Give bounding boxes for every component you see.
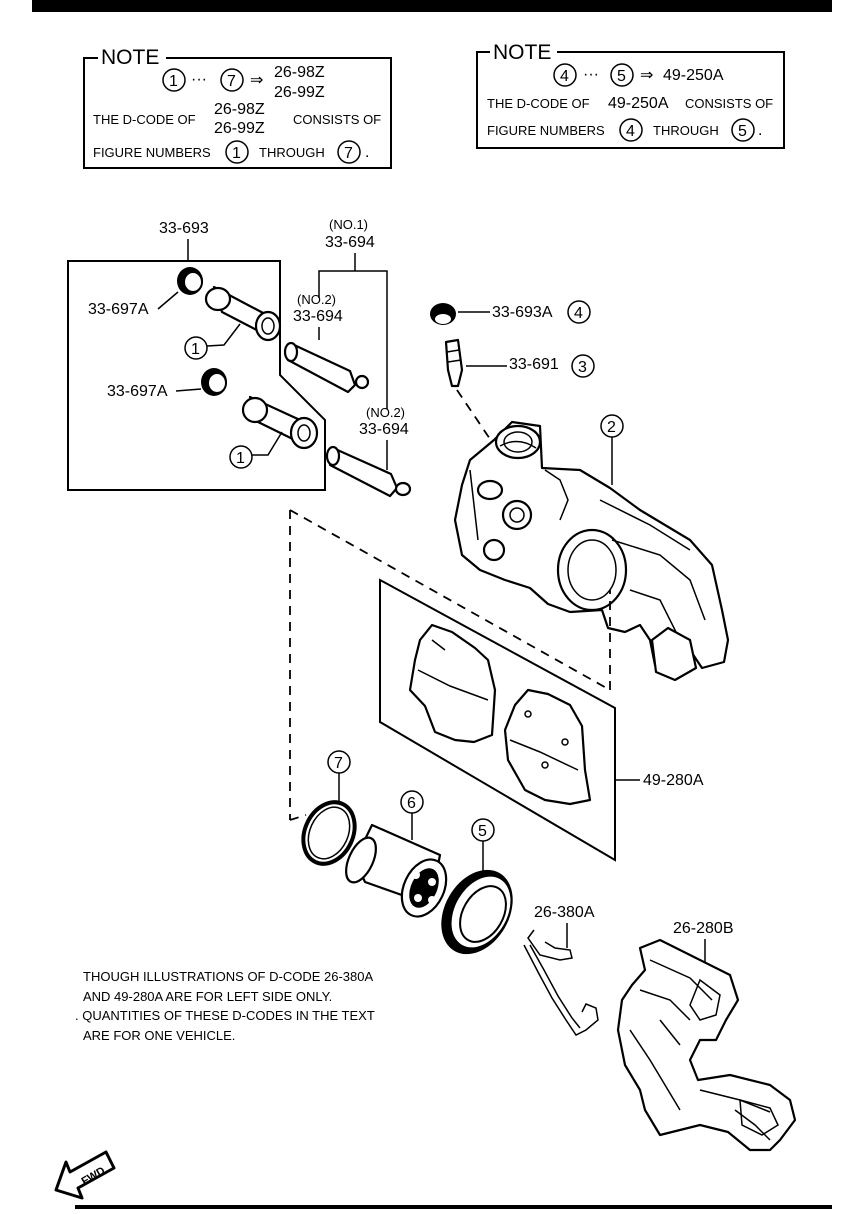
brake-pad-right [503, 688, 592, 806]
label-no2-lower-code: 33-694 [359, 421, 409, 438]
dust-boot-piston [441, 869, 513, 955]
note-right-line2-prefix: THE D-CODE OF [487, 96, 590, 111]
footnote-line-3: . QUANTITIES OF THESE D-CODES IN THE TEX… [75, 1008, 375, 1023]
guide-sleeve-upper [204, 285, 282, 342]
guide-pin-no2-lower [325, 445, 412, 498]
footnote-line-1: THOUGH ILLUSTRATIONS OF D-CODE 26-380A [83, 969, 373, 984]
callout-4 [567, 300, 591, 324]
label-26-380a: 26-380A [534, 904, 595, 921]
bottom-border [75, 1205, 832, 1209]
dust-boot-upper [177, 267, 203, 295]
fwd-arrow-icon: FWD [54, 1150, 116, 1200]
note-right-line3-from: 4 [626, 123, 635, 140]
note-left-range-dots: ··· [191, 71, 207, 88]
note-right-line3-mid: THROUGH [653, 123, 719, 138]
note-right-arrow: ⇒ [640, 67, 653, 84]
piston-seal [301, 800, 357, 866]
note-left-line2-prefix: THE D-CODE OF [93, 112, 196, 127]
assembly-line-upper [289, 509, 611, 691]
note-right-line2-code: 49-250A [608, 95, 669, 112]
label-33-697a-lower: 33-697A [107, 383, 168, 400]
note-left-line2-code-2: 26-99Z [214, 120, 265, 137]
caliper-body [453, 420, 730, 682]
footnote-line-2: AND 49-280A ARE FOR LEFT SIDE ONLY. [83, 989, 332, 1004]
note-right-range-from: 4 [560, 68, 569, 85]
note-left-line3-to: 7 [344, 145, 353, 162]
label-no2-upper-code: 33-694 [293, 308, 343, 325]
label-33-693a: 33-693A [492, 304, 553, 321]
callout-4-text: 4 [574, 305, 583, 322]
note-left-range-to: 7 [227, 73, 236, 90]
footnote-line-4: ARE FOR ONE VEHICLE. [83, 1028, 235, 1043]
top-border [32, 0, 832, 12]
note-right-line3-prefix: FIGURE NUMBERS [487, 123, 605, 138]
anti-rattle-spring [523, 929, 599, 1036]
note-left-arrow: ⇒ [250, 72, 263, 89]
callout-1-lower [229, 445, 253, 469]
note-box-right: NOTE 4 ··· 5 ⇒ 49-250A THE D-CODE OF 49-… [476, 41, 785, 149]
note-left-line3-from: 1 [232, 145, 241, 162]
callout-1-lower-text: 1 [236, 450, 245, 467]
label-33-697a-upper: 33-697A [88, 301, 149, 318]
label-no2-upper: (NO.2) [297, 292, 336, 307]
note-right-title: NOTE [493, 41, 551, 64]
guide-pin-no2-upper [283, 341, 370, 394]
callout-1-upper-text: 1 [191, 341, 200, 358]
label-no1-code: 33-694 [325, 234, 375, 251]
callout-2-text: 2 [607, 419, 616, 436]
note-box-left: NOTE 1 ··· 7 ⇒ 26-98Z 26-99Z THE D-CODE … [83, 46, 392, 169]
callout-6-text: 6 [407, 795, 416, 812]
callout-7-text: 7 [334, 755, 343, 772]
note-left-line3-end: . [365, 144, 369, 161]
note-left-line2-code-1: 26-98Z [214, 101, 265, 118]
label-33-691: 33-691 [509, 356, 559, 373]
bleeder-cap [430, 303, 456, 325]
dust-boot-lower [201, 368, 227, 396]
note-left-line3-prefix: FIGURE NUMBERS [93, 145, 211, 160]
brake-pad-left [408, 623, 497, 744]
note-right-line3-end: . [758, 122, 762, 139]
pin-kit-frame [67, 260, 326, 491]
note-left-code-1: 26-98Z [274, 64, 325, 81]
note-right-range-to: 5 [617, 68, 626, 85]
note-left-range-from: 1 [169, 73, 178, 90]
callout-5-text: 5 [478, 823, 487, 840]
note-left-line2-suffix: CONSISTS OF [293, 112, 381, 127]
note-left-line3-mid: THROUGH [259, 145, 325, 160]
note-left-title: NOTE [101, 46, 159, 69]
guide-sleeve-lower [241, 395, 319, 450]
note-right-line3-to: 5 [738, 123, 747, 140]
caliper-bracket [616, 938, 797, 1152]
label-49-280a: 49-280A [643, 772, 704, 789]
callout-3-text: 3 [578, 359, 587, 376]
piston [345, 823, 448, 918]
note-right-line2-suffix: CONSISTS OF [685, 96, 773, 111]
label-no1: (NO.1) [329, 217, 368, 232]
note-right-range-dots: ··· [583, 66, 599, 83]
label-33-693: 33-693 [159, 220, 209, 237]
pad-set-frame [379, 578, 616, 862]
callout-1-upper [184, 336, 208, 360]
footnote: THOUGH ILLUSTRATIONS OF D-CODE 26-380A A… [75, 969, 375, 1043]
bleeder-screw [444, 338, 464, 388]
label-no2-lower: (NO.2) [366, 405, 405, 420]
callout-3 [571, 354, 595, 378]
note-right-code: 49-250A [663, 67, 724, 84]
label-26-280b: 26-280B [673, 920, 734, 937]
note-left-code-2: 26-99Z [274, 84, 325, 101]
